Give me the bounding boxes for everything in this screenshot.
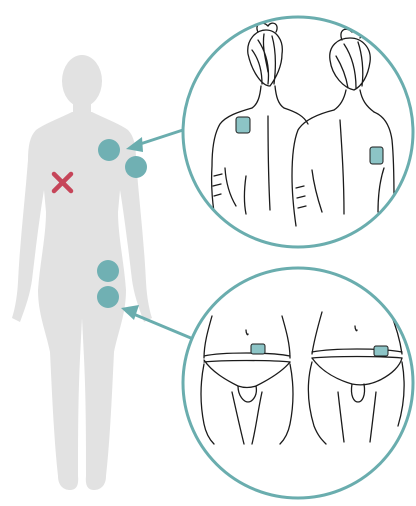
inset-back-of-upper-arm (183, 17, 413, 247)
site-marker-abdomen-lower (97, 286, 119, 308)
patch-arm (370, 147, 383, 164)
arrow-to-abdomen-inset (121, 305, 198, 341)
arrow-to-arm-inset (126, 129, 186, 152)
body-silhouette (12, 55, 152, 490)
patch-abdomen-left (251, 344, 265, 354)
inset-abdomen (183, 268, 413, 498)
site-marker-abdomen-upper (97, 260, 119, 282)
site-marker-upper-arm-front (98, 139, 120, 161)
site-marker-upper-arm-back (125, 156, 147, 178)
patch-abdomen-right (374, 346, 388, 356)
patch-upper-back (236, 117, 250, 133)
